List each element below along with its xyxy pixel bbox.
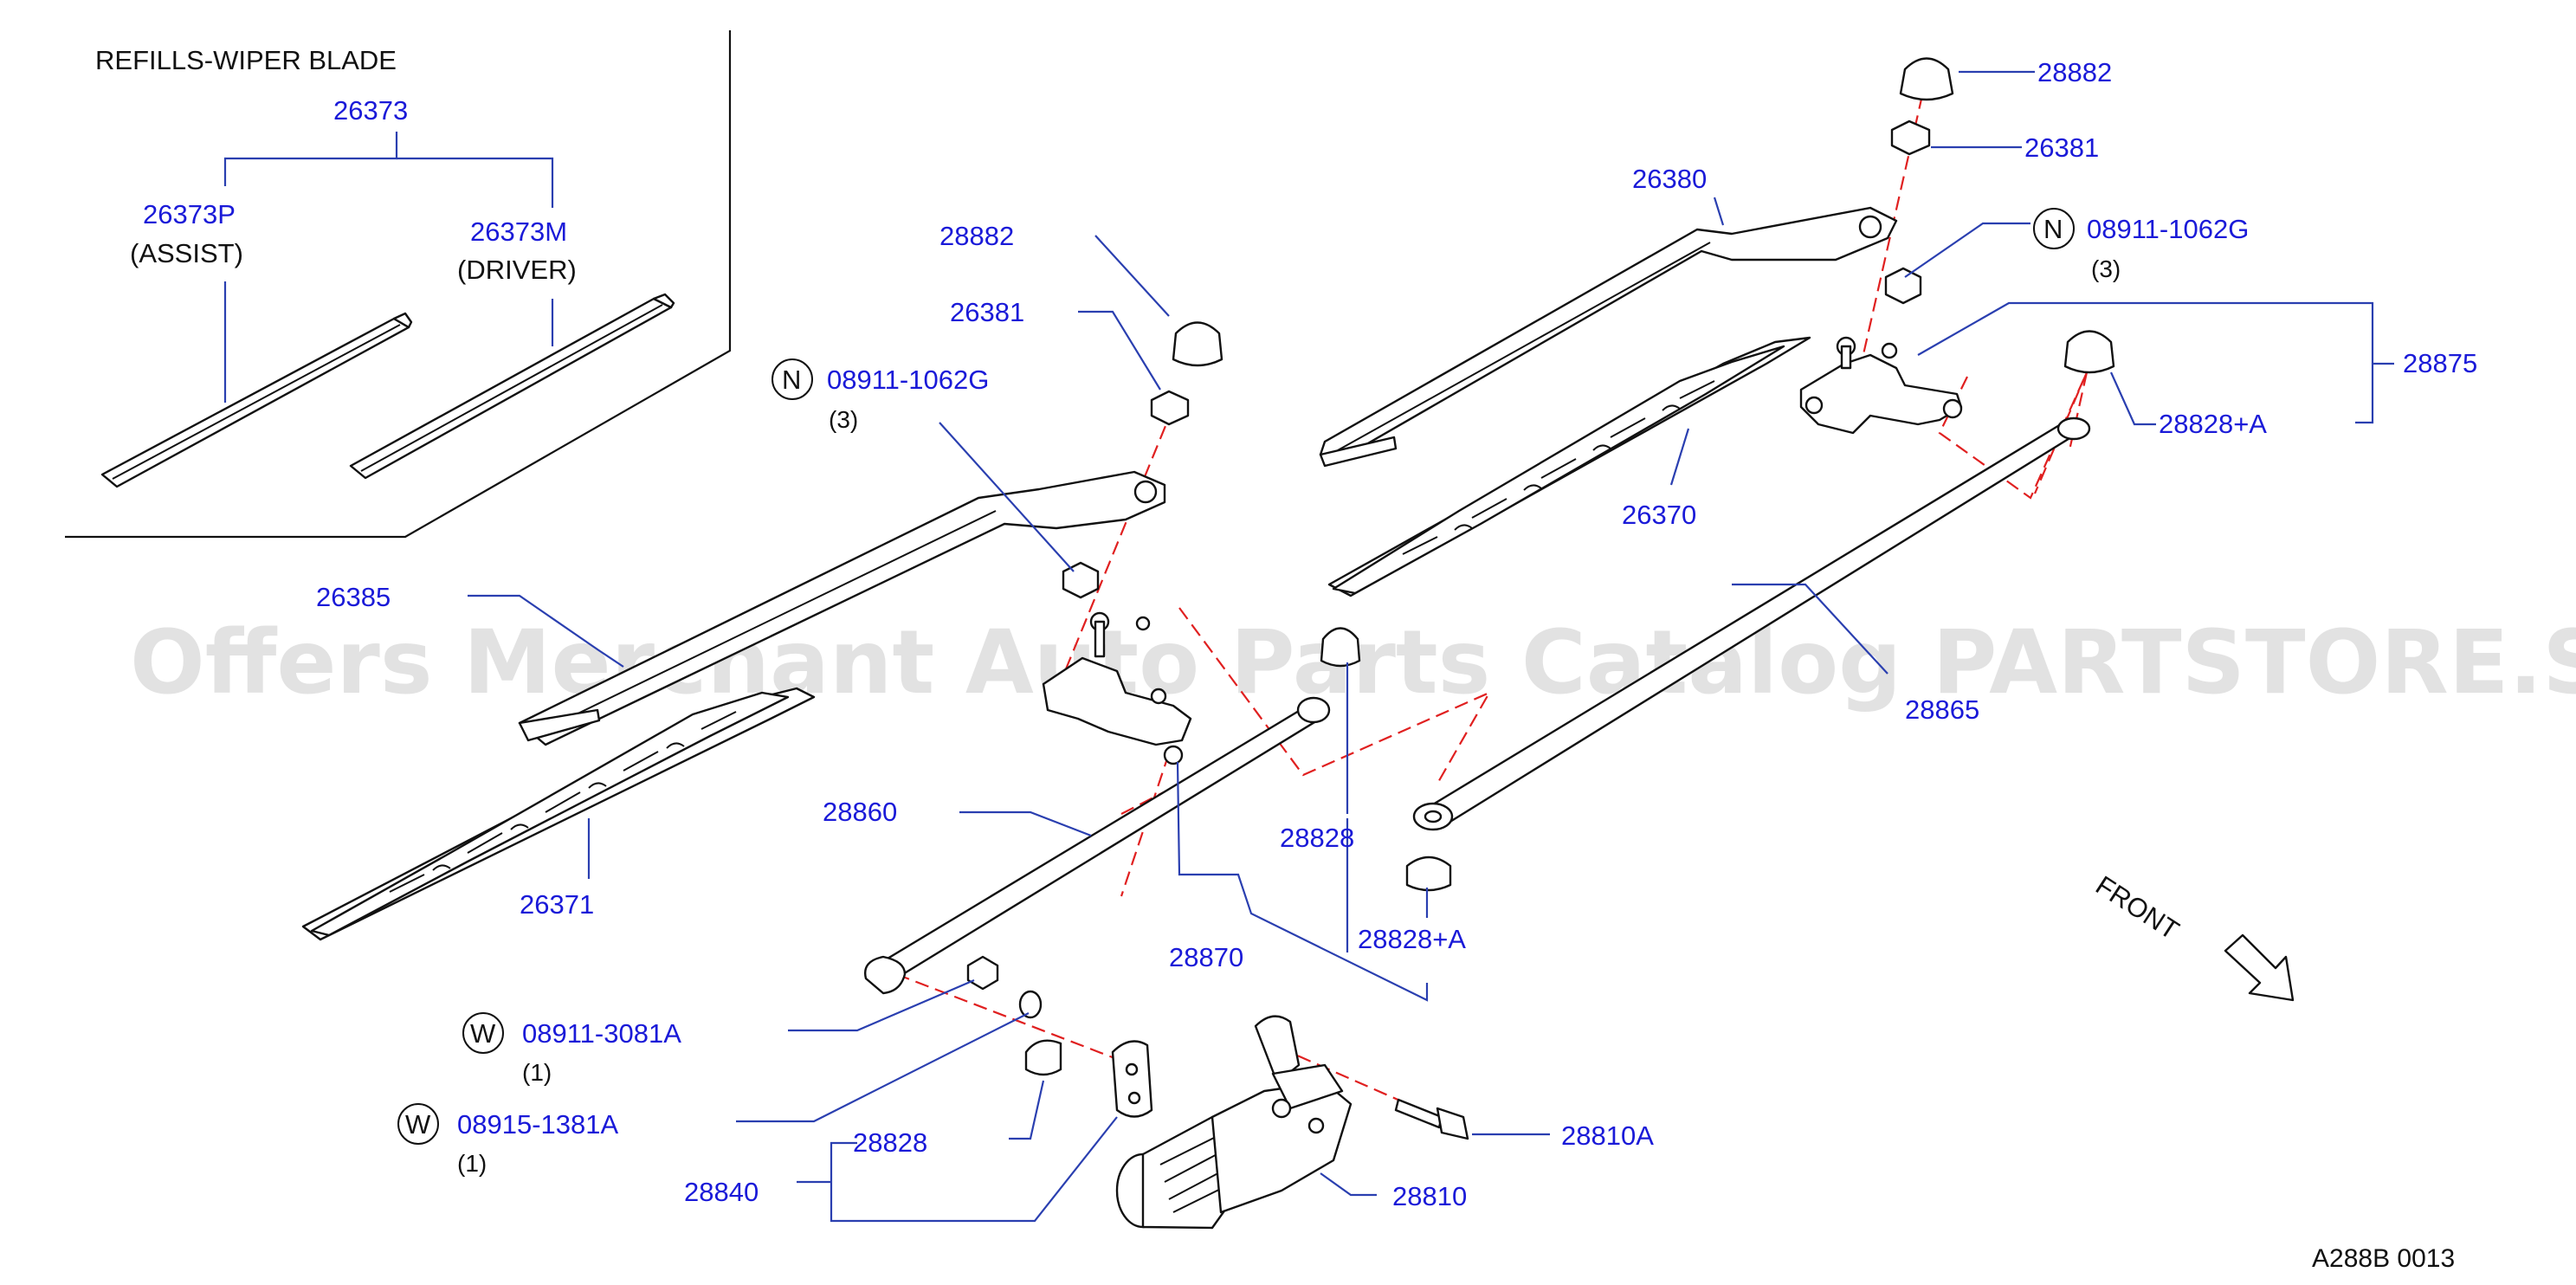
hardware-bolt-28810A[interactable] xyxy=(1394,1098,1469,1140)
label-26381-mid[interactable]: 26381 xyxy=(950,297,1024,327)
hardware-cap-28882-mid[interactable] xyxy=(1172,321,1223,367)
label-28865[interactable]: 28865 xyxy=(1905,694,1979,725)
refill-bracket-right xyxy=(397,157,554,208)
leader-lines xyxy=(468,70,2394,1223)
hardware-nut-26381-mid[interactable] xyxy=(1150,390,1190,426)
front-label: FRONT xyxy=(2090,870,2185,946)
label-26385[interactable]: 26385 xyxy=(316,582,391,612)
front-indicator: FRONT xyxy=(2090,870,2295,1002)
link-rod-28860[interactable] xyxy=(864,696,1331,995)
wiper-arm-26385[interactable] xyxy=(518,470,1166,746)
label-26371[interactable]: 26371 xyxy=(520,889,594,920)
label-08911-right[interactable]: 08911-1062G xyxy=(2087,214,2249,244)
hardware-cap-28882-top[interactable] xyxy=(1899,57,1954,101)
pivot-assembly-right[interactable] xyxy=(1799,336,1963,435)
label-28870[interactable]: 28870 xyxy=(1169,942,1243,972)
badge-w-lower-letter: W xyxy=(405,1109,431,1140)
hardware-bushing-28828-low[interactable] xyxy=(1024,1039,1062,1076)
qty-08911-right: (3) xyxy=(2091,255,2121,282)
assembly-lines xyxy=(895,94,2089,1119)
refill-bracket xyxy=(223,132,398,186)
hardware-nut-08911[interactable] xyxy=(966,955,999,991)
wiper-blade-26370[interactable] xyxy=(1327,336,1811,597)
qty-08911-3081A: (1) xyxy=(522,1059,552,1086)
refill-assist-note: (ASSIST) xyxy=(130,238,243,268)
diagram-reference: A288B 0013 xyxy=(2312,1244,2455,1273)
refill-assist-label[interactable]: 26373P xyxy=(143,199,236,229)
hardware-washer-08915[interactable] xyxy=(1018,990,1043,1019)
refill-driver-label[interactable]: 26373M xyxy=(470,216,567,247)
badge-w-upper: W xyxy=(462,1012,504,1054)
badge-n-right-letter: N xyxy=(2043,214,2063,244)
label-28840[interactable]: 28840 xyxy=(684,1177,759,1207)
label-28810A[interactable]: 28810A xyxy=(1561,1120,1654,1151)
refill-driver-note: (DRIVER) xyxy=(457,255,577,285)
label-28882-top[interactable]: 28882 xyxy=(2037,57,2112,87)
wiper-blade-26371[interactable] xyxy=(301,687,816,941)
refill-strip-assist[interactable] xyxy=(100,312,413,488)
refill-strip-driver[interactable] xyxy=(349,293,675,480)
label-28828A-mid[interactable]: 28828+A xyxy=(1358,924,1466,954)
inset-frame xyxy=(65,30,732,539)
wiper-arm-26380[interactable] xyxy=(1319,206,1898,468)
badge-w-lower: W xyxy=(397,1103,439,1145)
label-08915-1381A[interactable]: 08915-1381A xyxy=(457,1109,618,1140)
qty-08915-1381A: (1) xyxy=(457,1150,487,1177)
hardware-nut-right[interactable] xyxy=(1884,267,1922,305)
hardware-bracket-28840[interactable] xyxy=(1111,1040,1153,1118)
label-08911-3081A[interactable]: 08911-3081A xyxy=(522,1018,681,1049)
inset-title: REFILLS-WIPER BLADE xyxy=(95,45,397,75)
hardware-cap-28828A-right[interactable] xyxy=(2063,330,2115,374)
badge-n-right: N xyxy=(2033,208,2075,249)
label-26380[interactable]: 26380 xyxy=(1632,164,1707,194)
label-28882-mid[interactable]: 28882 xyxy=(939,221,1014,251)
link-rod-28865[interactable] xyxy=(1412,416,2091,831)
label-28828A-right[interactable]: 28828+A xyxy=(2159,409,2267,439)
label-28810[interactable]: 28810 xyxy=(1392,1181,1467,1211)
label-26381-top[interactable]: 26381 xyxy=(2024,132,2099,163)
wiper-motor-28810[interactable] xyxy=(1115,1015,1353,1230)
badge-n-left: N xyxy=(772,358,813,400)
label-26370[interactable]: 26370 xyxy=(1622,500,1696,530)
label-28860[interactable]: 28860 xyxy=(823,797,897,827)
badge-w-upper-letter: W xyxy=(470,1018,496,1049)
qty-08911-left: (3) xyxy=(829,406,858,433)
hardware-nut-26381-top[interactable] xyxy=(1890,119,1931,156)
label-08911-left[interactable]: 08911-1062G xyxy=(827,365,989,395)
hardware-bushing-28828A-mid[interactable] xyxy=(1405,856,1452,892)
label-28828-mid[interactable]: 28828 xyxy=(1280,823,1354,853)
pivot-assembly-left[interactable] xyxy=(1042,611,1192,765)
hardware-nut-left[interactable] xyxy=(1062,561,1100,599)
refills-inset: REFILLS-WIPER BLADE 26373 26373P (ASSIST… xyxy=(65,30,732,539)
badge-n-left-letter: N xyxy=(782,365,801,395)
hardware-cap-28828-mid[interactable] xyxy=(1320,627,1361,668)
front-arrow-icon xyxy=(2224,933,2295,1002)
label-28828-low[interactable]: 28828 xyxy=(853,1127,927,1158)
label-28875[interactable]: 28875 xyxy=(2403,348,2477,378)
refill-parent-label[interactable]: 26373 xyxy=(333,95,408,126)
